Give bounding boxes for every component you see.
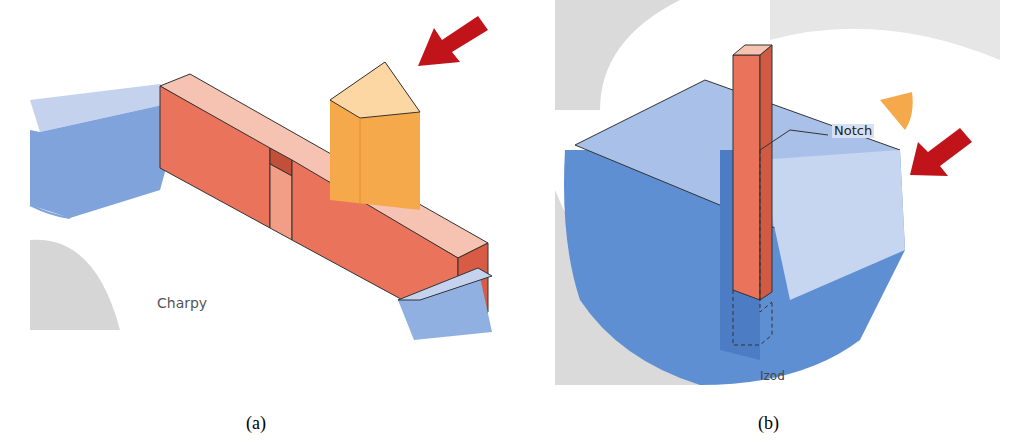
test-name: Charpy (157, 296, 207, 311)
charpy-illustration (30, 16, 492, 340)
panel-letter: (b) (758, 414, 779, 434)
panel-letter: (a) (246, 414, 266, 434)
part-name: Notch (832, 124, 874, 138)
izod-illustration (555, 0, 1000, 385)
test-name: Izod (760, 370, 785, 383)
